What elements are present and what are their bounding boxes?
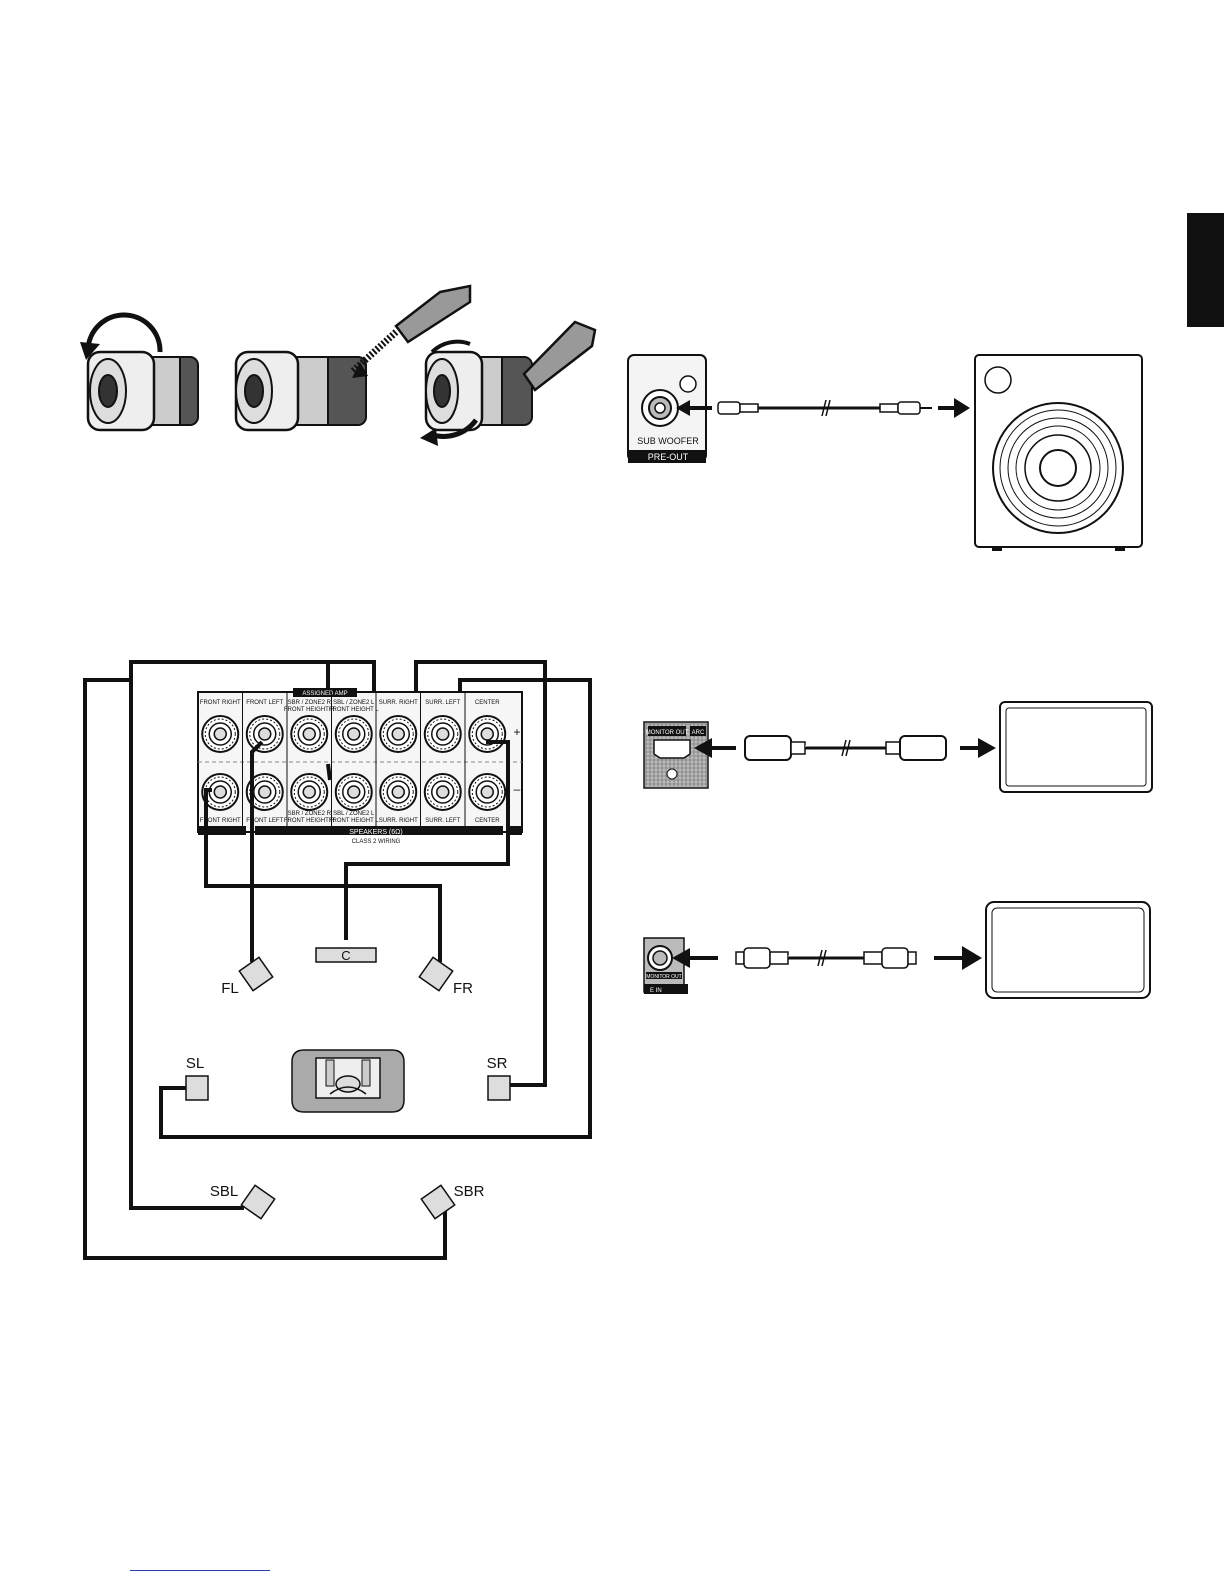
terminal-bottom-label: FRONT RIGHT xyxy=(200,818,241,824)
binding-post-terminal xyxy=(334,773,373,811)
speaker-c: C xyxy=(315,947,377,963)
section-tab xyxy=(1187,213,1224,327)
wire-fl xyxy=(250,740,264,962)
speaker-terminal-panel: ASSIGNED AMP FRONT RIGHT FRONT RIGHT FRONT… xyxy=(197,688,523,845)
composite-cable xyxy=(672,946,982,970)
subwoofer-speaker xyxy=(974,354,1143,551)
hdmi-arc-label: ARC xyxy=(692,730,705,736)
speakers-banner: SPEAKERS (6Ω) xyxy=(349,829,402,836)
binding-post-terminal xyxy=(290,773,329,811)
binding-post-terminal xyxy=(423,715,462,753)
speaker-fr: FR xyxy=(418,956,473,997)
composite-section-label: E IN xyxy=(650,988,662,994)
minus-sign: – xyxy=(514,782,521,796)
speaker-sr: SR xyxy=(487,1055,511,1101)
binding-post-step-1 xyxy=(80,312,199,432)
terminal-top-label: SBR / ZONE2 R xyxy=(288,700,332,706)
label-c: C xyxy=(341,948,350,963)
terminal-top-label: FRONT HEIGHT L xyxy=(329,707,379,713)
binding-post-terminal xyxy=(379,715,418,753)
wire-fr xyxy=(204,788,442,962)
binding-post-terminal xyxy=(423,773,462,811)
label-fl: FL xyxy=(221,980,239,997)
footer-link-line xyxy=(130,1570,270,1571)
hdmi-cable xyxy=(694,735,996,761)
terminal-bottom-label: SBR / ZONE2 R xyxy=(288,811,332,817)
subwoofer-rca-cable xyxy=(676,398,970,418)
terminal-top-label: FRONT RIGHT xyxy=(200,700,241,706)
composite-monitor-out-panel: MONITOR OUT E IN xyxy=(643,937,688,994)
terminal-bottom-label: SBL / ZONE2 L xyxy=(333,811,375,817)
wire-surr-minus xyxy=(326,763,332,781)
label-sbl: SBL xyxy=(210,1183,238,1200)
speaker-sbr: SBR xyxy=(420,1183,485,1220)
terminal-top-label: FRONT HEIGHT R xyxy=(284,707,335,713)
label-sbr: SBR xyxy=(454,1183,485,1200)
terminal-bottom-label: CENTER xyxy=(475,818,500,824)
terminal-top-label: CENTER xyxy=(475,700,500,706)
binding-post-step-3 xyxy=(420,320,597,446)
assigned-amp-label: ASSIGNED AMP xyxy=(302,691,347,697)
terminal-top-label: SURR. LEFT xyxy=(425,700,460,706)
terminal-bottom-label: SURR. RIGHT xyxy=(379,818,418,824)
binding-post-terminal xyxy=(468,773,507,811)
composite-monitor-out-label: MONITOR OUT xyxy=(646,974,681,980)
terminal-top-label: FRONT LEFT xyxy=(246,700,283,706)
wire-sl-loop xyxy=(159,678,592,1139)
listener-seat-icon xyxy=(291,1049,405,1113)
label-sl: SL xyxy=(186,1055,204,1072)
speakers-banner-sub: CLASS 2 WIRING xyxy=(352,839,401,845)
hdmi-monitor-out-panel: MONITOR OUT ARC xyxy=(643,721,709,789)
wire-sbl-top xyxy=(130,660,376,700)
terminal-bottom-label: FRONT LEFT xyxy=(246,818,283,824)
label-fr: FR xyxy=(453,980,473,997)
hdmi-monitor-out-label: MONITOR OUT xyxy=(646,730,689,736)
speaker-sbl: SBL xyxy=(210,1183,276,1220)
binding-post-terminal xyxy=(201,715,240,753)
terminal-top-label: SURR. RIGHT xyxy=(379,700,418,706)
wire-sbr xyxy=(83,678,447,1260)
terminal-bottom-label: FRONT HEIGHT R xyxy=(284,818,335,824)
binding-post-terminal xyxy=(290,715,329,753)
terminal-bottom-label: FRONT HEIGHT L xyxy=(329,818,379,824)
label-sr: SR xyxy=(487,1055,508,1072)
tv-display-composite xyxy=(985,901,1151,999)
wire-c xyxy=(344,740,510,940)
binding-post-terminal xyxy=(379,773,418,811)
plus-sign: + xyxy=(513,725,520,739)
binding-post-terminal xyxy=(201,773,240,811)
speaker-fl: FL xyxy=(221,956,274,997)
subwoofer-preout-panel: SUB WOOFER PRE-OUT xyxy=(627,354,707,463)
binding-post-terminal xyxy=(468,715,507,753)
tv-display-hdmi xyxy=(999,701,1153,793)
subwoofer-jack-label: SUB WOOFER xyxy=(637,436,699,446)
binding-post-terminal xyxy=(334,715,373,753)
binding-post-terminal xyxy=(245,715,284,753)
preout-section-label: PRE-OUT xyxy=(648,452,689,462)
binding-post-step-2 xyxy=(234,284,472,432)
speaker-sl: SL xyxy=(185,1055,209,1101)
terminal-bottom-label: SURR. LEFT xyxy=(425,818,460,824)
terminal-top-label: SBL / ZONE2 L xyxy=(333,700,375,706)
